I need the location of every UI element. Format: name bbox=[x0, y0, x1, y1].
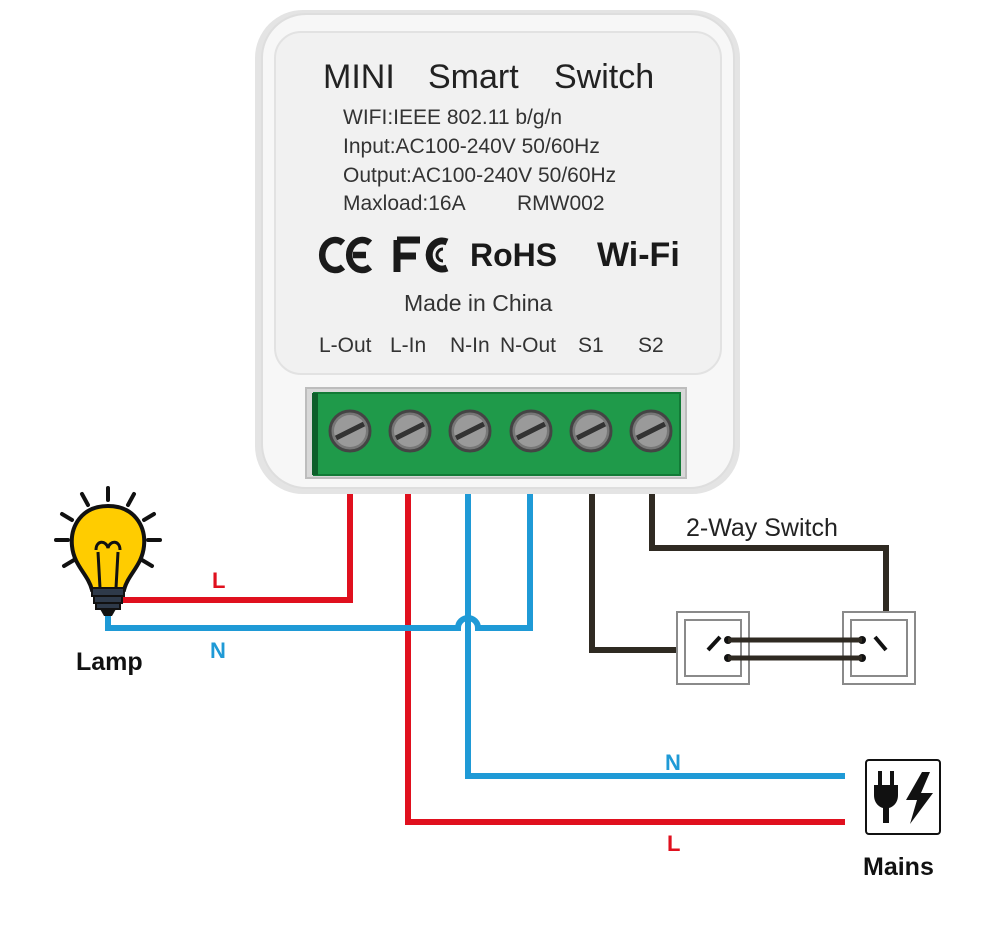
terminal-screw-s2 bbox=[629, 409, 673, 453]
terminal-screws bbox=[328, 409, 673, 453]
terminal-label-l-out: L-Out bbox=[319, 334, 372, 357]
wires bbox=[105, 490, 889, 825]
spec-model: RMW002 bbox=[517, 192, 605, 215]
terminal-screw-l-out bbox=[328, 409, 372, 453]
terminal-label-n-in: N-In bbox=[450, 334, 490, 357]
device-title-word-2: Smart bbox=[428, 58, 519, 96]
terminal-block bbox=[313, 392, 681, 476]
mains-live-label: L bbox=[667, 831, 680, 856]
two-way-switch-left bbox=[676, 611, 750, 685]
lamp-live-label: L bbox=[212, 568, 225, 593]
ce-mark-icon bbox=[319, 236, 373, 274]
terminal-screw-n-out bbox=[509, 409, 553, 453]
wire-mains-neutral bbox=[465, 490, 845, 779]
terminal-screw-s1 bbox=[569, 409, 613, 453]
rohs-mark: RoHS bbox=[470, 237, 557, 273]
spec-maxload: Maxload:16A bbox=[343, 192, 466, 215]
spec-input: Input:AC100-240V 50/60Hz bbox=[343, 135, 600, 158]
device-title-word-1: MINI bbox=[323, 58, 395, 96]
device-label-panel bbox=[274, 31, 722, 375]
device-title-word-3: Switch bbox=[554, 58, 654, 96]
spec-output: Output:AC100-240V 50/60Hz bbox=[343, 164, 616, 187]
wire-lamp-neutral bbox=[105, 490, 533, 631]
terminal-label-s2: S2 bbox=[638, 334, 664, 357]
mini-smart-switch-device: MINI Smart Switch WIFI:IEEE 802.11 b/g/n… bbox=[255, 10, 740, 494]
terminal-screw-l-in bbox=[388, 409, 432, 453]
wire-lamp-live bbox=[110, 490, 353, 603]
terminal-label-s1: S1 bbox=[578, 334, 604, 357]
mains-neutral-label: N bbox=[665, 750, 681, 775]
plug-lightning-icon bbox=[865, 759, 941, 835]
mains: Mains bbox=[863, 759, 941, 881]
wire-mains-live bbox=[405, 490, 845, 825]
lamp: Lamp bbox=[54, 486, 162, 676]
traveler-wires bbox=[728, 637, 862, 661]
wire-s1 bbox=[589, 490, 708, 653]
spec-wifi: WIFI:IEEE 802.11 b/g/n bbox=[343, 106, 562, 129]
made-in-label: Made in China bbox=[404, 290, 553, 316]
wifi-mark: Wi-Fi bbox=[597, 236, 680, 274]
terminal-screw-n-in bbox=[448, 409, 492, 453]
two-way-switch-right bbox=[842, 611, 916, 685]
lamp-label: Lamp bbox=[76, 648, 143, 676]
lamp-neutral-label: N bbox=[210, 638, 226, 663]
wire-s2 bbox=[649, 490, 889, 650]
fcc-mark-icon bbox=[393, 236, 449, 273]
terminal-block-edge bbox=[312, 393, 318, 475]
terminal-label-l-in: L-In bbox=[390, 334, 426, 357]
two-way-switch-label: 2-Way Switch bbox=[686, 514, 838, 542]
mains-label: Mains bbox=[863, 853, 934, 881]
terminal-label-n-out: N-Out bbox=[500, 334, 556, 357]
lightbulb-icon bbox=[54, 486, 162, 616]
